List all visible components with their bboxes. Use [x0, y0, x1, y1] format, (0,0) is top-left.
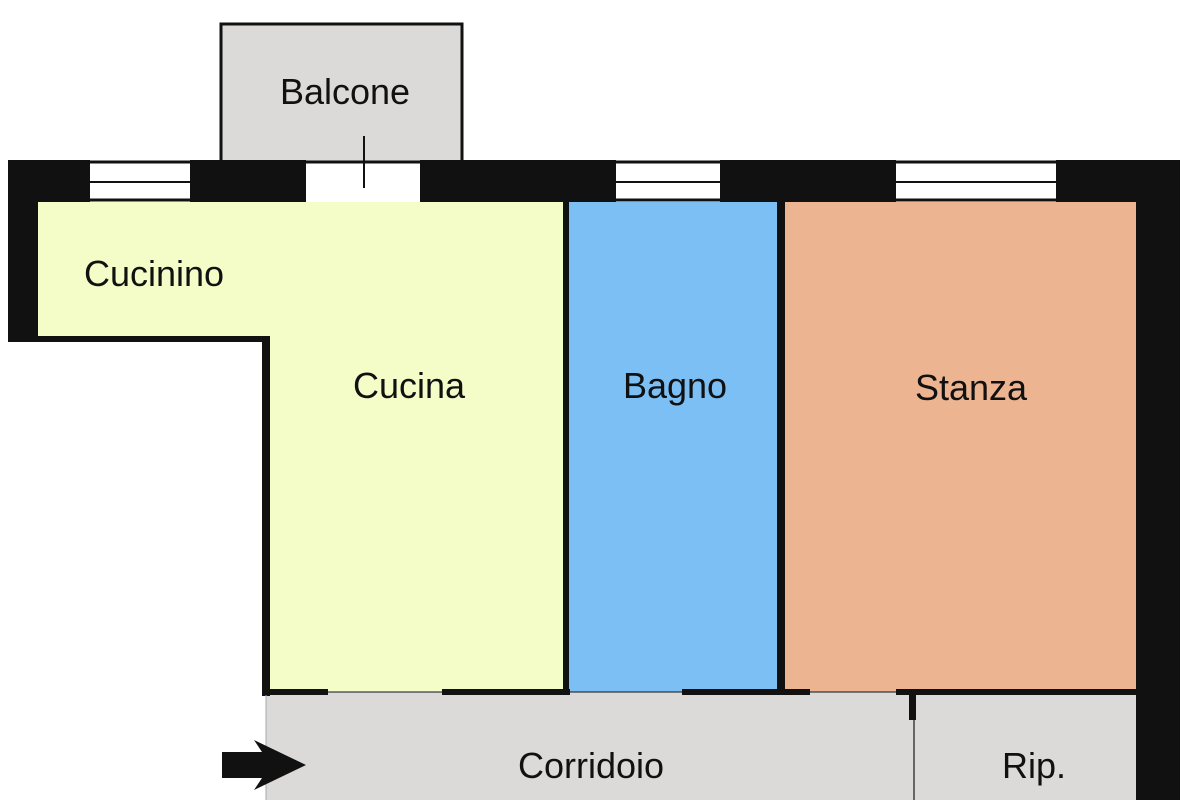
cucinino-bottom-wall: [8, 336, 270, 342]
top-wall-segment: [420, 160, 616, 202]
cucina-left-wall: [262, 336, 270, 696]
bagno-area: [566, 202, 780, 692]
stanza-area: [780, 202, 1136, 692]
entrance-arrow-icon: [222, 740, 306, 790]
cucina-label: Cucina: [353, 365, 466, 406]
right-wall: [1136, 160, 1180, 800]
corridoio-area: [266, 692, 914, 800]
bottom-wall-segment: [262, 689, 328, 695]
ripostiglio-area: [914, 692, 1136, 800]
window: [90, 160, 190, 202]
balcone-label: Balcone: [280, 71, 410, 112]
window: [616, 160, 720, 202]
stanza-label: Stanza: [915, 367, 1028, 408]
bottom-wall-segment: [442, 689, 570, 695]
ripostiglio-label: Rip.: [1002, 745, 1066, 786]
cucina-bagno-wall: [563, 202, 569, 694]
balcone-area: [219, 22, 464, 164]
ripostiglio-door-jamb: [909, 692, 916, 720]
top-wall-segment: [720, 160, 896, 202]
cucina-area: [38, 202, 566, 692]
corridoio-label: Corridoio: [518, 745, 664, 786]
top-wall-segment: [190, 160, 306, 202]
left-wall: [8, 160, 38, 342]
cucinino-label: Cucinino: [84, 253, 224, 294]
window: [896, 160, 1056, 202]
bottom-wall-segment: [682, 689, 810, 695]
bottom-wall-segment: [896, 689, 1136, 695]
bagno-label: Bagno: [623, 365, 727, 406]
bagno-stanza-wall: [777, 202, 785, 694]
